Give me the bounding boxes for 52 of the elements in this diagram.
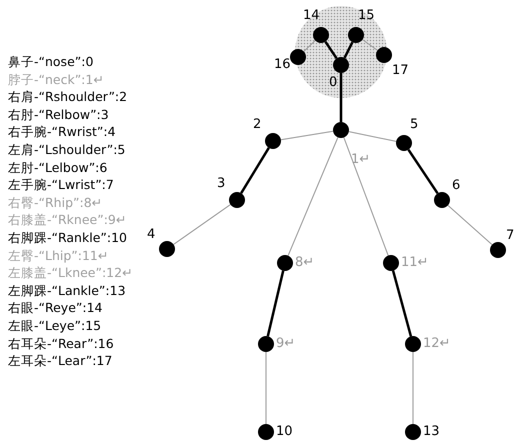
keypoint-label: 右膝盖-“Rknee”:9↵: [8, 211, 128, 229]
keypoint-label: 左脚踝-“Lankle”:13: [8, 282, 127, 300]
skeleton-line: [324, 40, 338, 60]
joint-number: 2: [253, 117, 262, 133]
keypoint-label: 右耳朵-“Rear”:16: [8, 334, 115, 352]
skeleton-line: [280, 130, 334, 140]
joint-number: 16: [274, 57, 291, 73]
keypoint-label: 左肘-“Lelbow”:6: [8, 158, 108, 176]
joint-number: 3: [217, 176, 226, 192]
keypoint-label: 右肩-“Rshoulder”:2: [8, 88, 128, 106]
joint-number: 13: [423, 424, 440, 440]
keypoint-label: 右眼-“Reye”:14: [8, 299, 104, 317]
skeleton-line: [348, 131, 397, 142]
skeleton-line: [343, 137, 389, 256]
joint-number: 11↵: [401, 255, 428, 271]
keypoint-label: 左手腕-“Lwrist”:7: [8, 176, 115, 194]
joint-number: 6: [452, 178, 460, 194]
joint-number: 9↵: [276, 336, 296, 352]
joint-number: 14: [303, 8, 320, 24]
joint-number: 1↵: [351, 152, 370, 168]
joint-number: 15: [358, 8, 375, 24]
joint-number: 17: [392, 63, 409, 79]
joint-number: 7: [506, 228, 514, 244]
keypoint-label: 左膝盖-“Lknee”:12↵: [8, 264, 133, 282]
keypoint-label: 脖子-“neck”:1↵: [8, 70, 105, 88]
skeleton-line: [392, 270, 412, 337]
joint-number: 4: [147, 227, 156, 243]
keypoint-label: 右手腕-“Rwrist”:4: [8, 123, 117, 141]
skeleton-line: [362, 39, 378, 51]
skeleton-line: [173, 204, 231, 245]
keypoint-label: 右脚踝-“Rankle”:10: [8, 228, 128, 247]
skeleton-line: [288, 136, 338, 256]
keypoint-label: 左眼-“Leye”:15: [8, 316, 102, 334]
joint-number: 8↵: [295, 255, 314, 271]
skeleton-line: [447, 204, 493, 246]
keypoint-label: 左肩-“Lshoulder”:5: [8, 140, 126, 159]
skeleton-line: [412, 352, 414, 424]
joint-number: 5: [410, 117, 418, 133]
keypoint-label: 右臀-“Rhip”:8↵: [8, 194, 104, 212]
keypoint-label: 鼻子-“nose”:0: [8, 53, 94, 71]
keypoint-label: 左臀-“Lhip”:11↵: [8, 246, 110, 264]
joint-number: 0: [329, 75, 338, 91]
joint-number: 12↵: [423, 336, 450, 352]
skeleton-line: [266, 270, 284, 336]
joint-number: 10: [276, 424, 293, 440]
skeleton-line: [240, 147, 270, 194]
keypoint-label: 右肘-“Relbow”:3: [8, 106, 110, 124]
skeleton-line: [343, 42, 354, 58]
skeleton-line: [407, 148, 439, 194]
skeleton-line: [340, 73, 342, 122]
skeleton-line: [303, 40, 316, 52]
keypoint-label: 左耳朵-“Lear”:17: [8, 352, 114, 370]
